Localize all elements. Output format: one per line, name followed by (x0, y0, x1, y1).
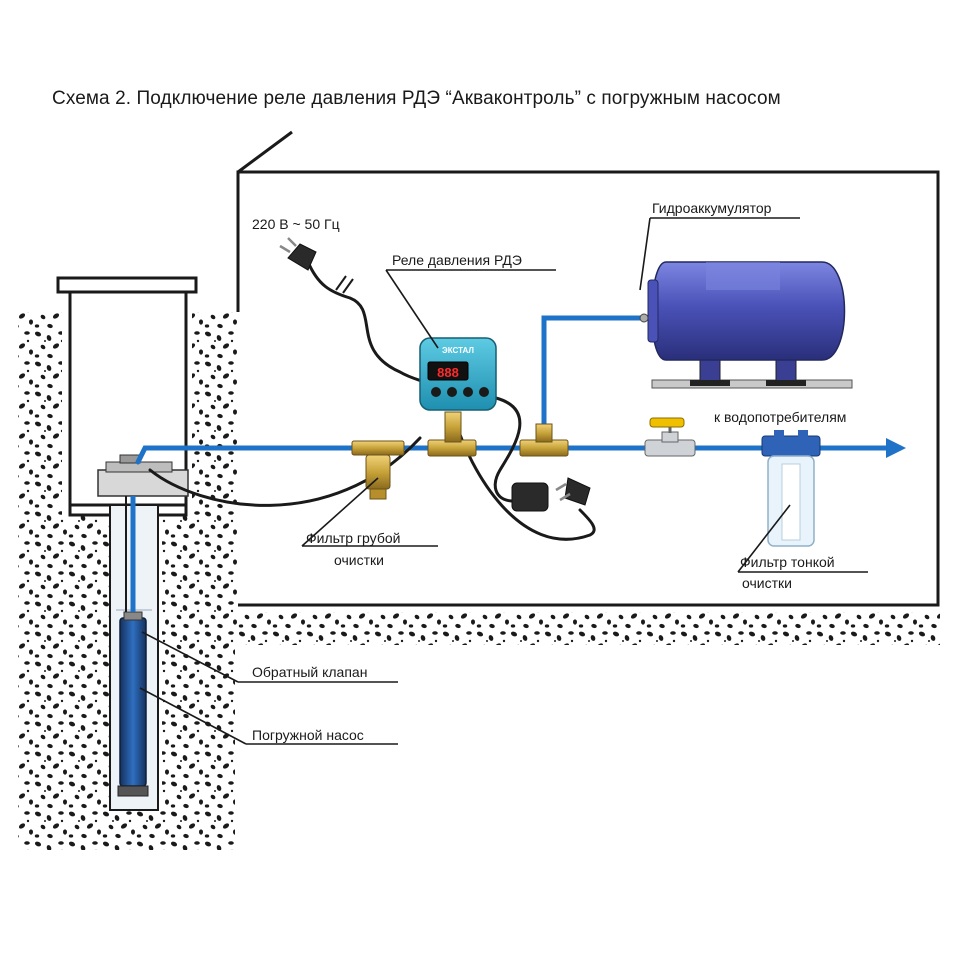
pump-socket-plug (511, 477, 591, 512)
brass-tee-accumulator (519, 423, 569, 457)
relay-display: 888 (437, 365, 459, 380)
ball-valve (644, 417, 696, 457)
pressure-tank (639, 261, 853, 389)
leader-lines (139, 217, 868, 745)
building-outline (236, 130, 940, 607)
diagram-title: Схема 2. Подключение реле давления РДЭ “… (52, 88, 781, 109)
relay-logo: ЭКСТАЛ (442, 346, 474, 355)
label-check-valve: Обратный клапан (252, 664, 368, 680)
label-accumulator: Гидроаккумулятор (652, 200, 772, 216)
fine-filter (761, 430, 821, 547)
label-fine-filter-line2: очистки (742, 575, 792, 591)
label-consumers: к водопотребителям (714, 409, 847, 425)
cable-break-mark (335, 275, 354, 294)
well-pipe (125, 496, 136, 612)
label-relay: Реле давления РДЭ (392, 252, 522, 268)
label-pump: Погружной насос (252, 727, 364, 743)
submersible-pump (117, 611, 149, 797)
well-cap (97, 454, 189, 497)
label-power: 220 В ~ 50 Гц (252, 216, 340, 232)
label-coarse-filter-line1: Фильтр грубой (306, 530, 401, 546)
brass-tee-relay (427, 411, 477, 457)
pressure-relay-device (419, 337, 497, 411)
coarse-filter (351, 440, 405, 500)
power-plug (279, 237, 317, 271)
label-fine-filter-line1: Фильтр тонкой (740, 554, 835, 570)
label-coarse-filter-line2: очистки (334, 552, 384, 568)
